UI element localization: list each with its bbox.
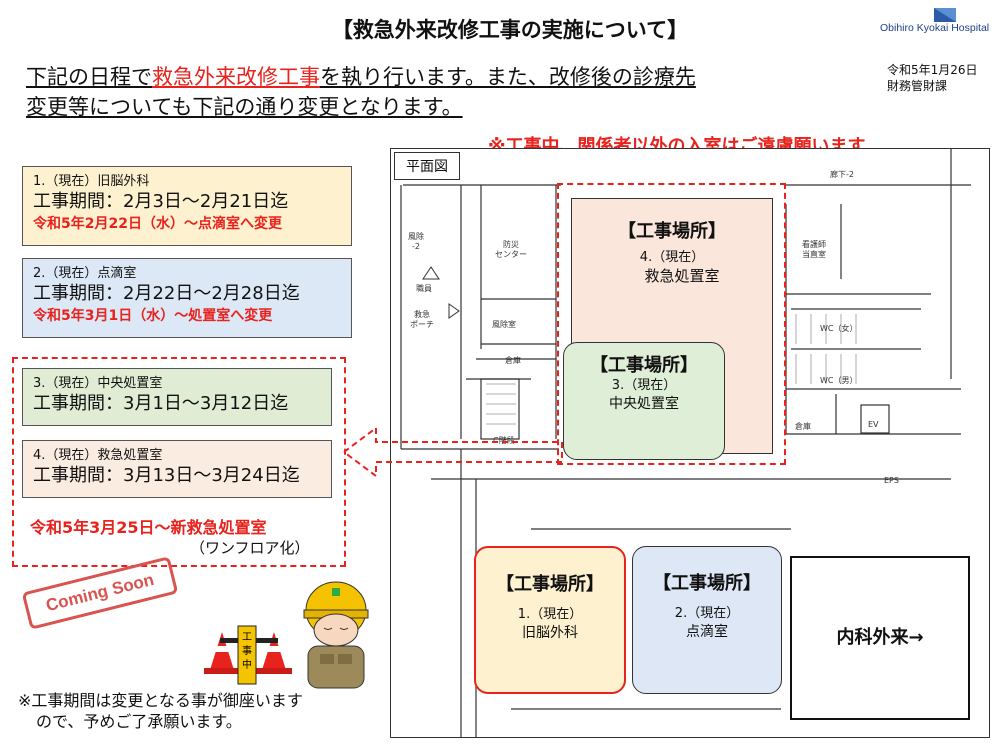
construction-illustration: 工 事 中 — [204, 581, 369, 689]
move-arrow-icon — [342, 426, 563, 478]
sign-char: 事 — [242, 644, 252, 657]
card-period: 工事期間：2月3日〜2月21日迄 — [33, 191, 289, 212]
room-name: 倉庫 — [505, 356, 521, 365]
sign-char: 中 — [242, 658, 252, 671]
card-header: 3.（現在）中央処置室 — [33, 376, 163, 391]
intro-text: 下記の日程で救急外来改修工事を執り行います。また、改修後の診療先 変更等について… — [26, 62, 846, 122]
room-name: 風除 -2 — [408, 232, 424, 251]
coming-soon-stamp: Coming Soon — [21, 556, 179, 630]
room-name: 廊下-2 — [830, 170, 854, 179]
footnote-line1: ※工事期間は変更となる事が御座います — [18, 691, 303, 710]
room-label: 倉庫 — [505, 356, 521, 366]
footnote-line2: ので、予めご了承願います。 — [36, 712, 242, 731]
internal-medicine-outpatient: 内科外来→ — [790, 556, 970, 720]
site-name: 点滴室 — [686, 624, 728, 640]
floor-plan-lines — [400, 149, 971, 737]
room-label: 職員 — [416, 284, 432, 294]
site-name: 旧脳外科 — [522, 625, 578, 641]
page-title: 【救急外来改修工事の実施について】 — [331, 18, 689, 42]
site-num: 3.（現在） — [611, 378, 677, 393]
card-header: 4.（現在）救急処置室 — [33, 448, 163, 463]
room-label: 看護師 当直室 — [802, 240, 826, 260]
construction-sign: 工 事 中 — [237, 625, 257, 685]
room-label: 救急 ポーチ — [410, 310, 434, 330]
room-label: 風除室 — [492, 320, 516, 330]
site-num: 2.（現在） — [674, 606, 740, 621]
intro-part1: 下記の日程で — [26, 65, 152, 89]
site-title: 【工事場所】 — [590, 355, 698, 376]
footnote: ※工事期間は変更となる事が御座います ので、予めご了承願います。 — [18, 690, 378, 732]
new-room-sub: （ワンフロア化） — [190, 539, 310, 557]
stamp-text: Coming Soon — [43, 569, 156, 616]
construction-site-3: 【工事場所】 3.（現在） 中央処置室 — [563, 342, 725, 460]
sign-char: 工 — [242, 632, 252, 643]
card-header: 1.（現在）旧脳外科 — [33, 174, 150, 189]
schedule-card-2: 2.（現在）点滴室 工事期間：2月22日〜2月28日迄 令和5年3月1日（水）〜… — [22, 258, 352, 338]
intro-highlight: 救急外来改修工事 — [152, 65, 320, 89]
site-title: 【工事場所】 — [653, 573, 761, 594]
room-name: WC（女） — [820, 324, 858, 333]
schedule-card-4: 4.（現在）救急処置室 工事期間：3月13日〜3月24日迄 — [22, 440, 332, 498]
hospital-logo — [878, 6, 996, 46]
intro-part2: を執り行います。また、改修後の診療先 — [320, 65, 696, 89]
room-label: 倉庫 — [795, 422, 811, 432]
naika-label: 内科外来→ — [836, 627, 924, 648]
new-room-date: 令和5年3月25日〜新救急処置室 — [30, 518, 267, 537]
floor-plan-label: 平面図 — [394, 152, 460, 180]
construction-site-2: 【工事場所】 2.（現在） 点滴室 — [632, 546, 782, 694]
room-label: EPS — [884, 476, 899, 486]
schedule-card-1: 1.（現在）旧脳外科 工事期間：2月3日〜2月21日迄 令和5年2月22日（水）… — [22, 166, 352, 246]
site-num: 1.（現在） — [517, 607, 583, 622]
room-label: 風除 -2 — [408, 232, 424, 252]
issuing-department: 財務管財課 — [887, 79, 948, 93]
group-dashed-box — [12, 357, 346, 567]
room-name: 看護師 当直室 — [802, 240, 826, 259]
traffic-cone-icon — [256, 632, 292, 674]
room-label: EV — [868, 420, 879, 430]
room-label: 廊下-2 — [830, 170, 854, 180]
site-num: 4.（現在） — [639, 250, 705, 265]
room-label: WC（男） — [820, 376, 858, 386]
room-label: C階段 — [493, 436, 515, 446]
room-label: WC（女） — [820, 324, 858, 334]
room-name: 風除室 — [492, 320, 516, 329]
card-period: 工事期間：2月22日〜2月28日迄 — [33, 283, 300, 304]
card-change: 令和5年2月22日（水）〜点滴室へ変更 — [33, 216, 282, 232]
card-period: 工事期間：3月1日〜3月12日迄 — [33, 393, 289, 414]
room-name: EV — [868, 420, 879, 429]
construction-zone-dashed — [557, 183, 786, 465]
room-label: 防災 センター — [495, 240, 527, 260]
site-name: 救急処置室 — [644, 267, 720, 285]
room-name: C階段 — [493, 436, 515, 445]
card-header: 2.（現在）点滴室 — [33, 266, 137, 281]
traffic-cone-icon — [204, 632, 240, 674]
room-name: 防災 センター — [495, 240, 527, 259]
site-title: 【工事場所】 — [618, 221, 726, 242]
logo-text: Obihiro Kyokai Hospital — [880, 22, 990, 34]
site-title: 【工事場所】 — [496, 574, 604, 595]
room-name: 職員 — [416, 284, 432, 293]
logo-mark-icon — [934, 8, 956, 22]
room-name: WC（男） — [820, 376, 858, 385]
room-name: 救急 ポーチ — [410, 310, 434, 329]
issue-info: 令和5年1月26日 財務管財課 — [887, 62, 978, 94]
intro-line2: 変更等についても下記の通り変更となります。 — [26, 95, 463, 119]
room-name: 倉庫 — [795, 422, 811, 431]
room-name: EPS — [884, 476, 899, 485]
worker-bowing-icon — [303, 581, 369, 689]
site-name: 中央処置室 — [609, 396, 679, 412]
construction-site-1: 【工事場所】 1.（現在） 旧脳外科 — [474, 546, 626, 694]
schedule-card-3: 3.（現在）中央処置室 工事期間：3月1日〜3月12日迄 — [22, 368, 332, 426]
card-change: 令和5年3月1日（水）〜処置室へ変更 — [33, 308, 273, 324]
card-period: 工事期間：3月13日〜3月24日迄 — [33, 465, 300, 486]
issue-date: 令和5年1月26日 — [887, 63, 978, 77]
